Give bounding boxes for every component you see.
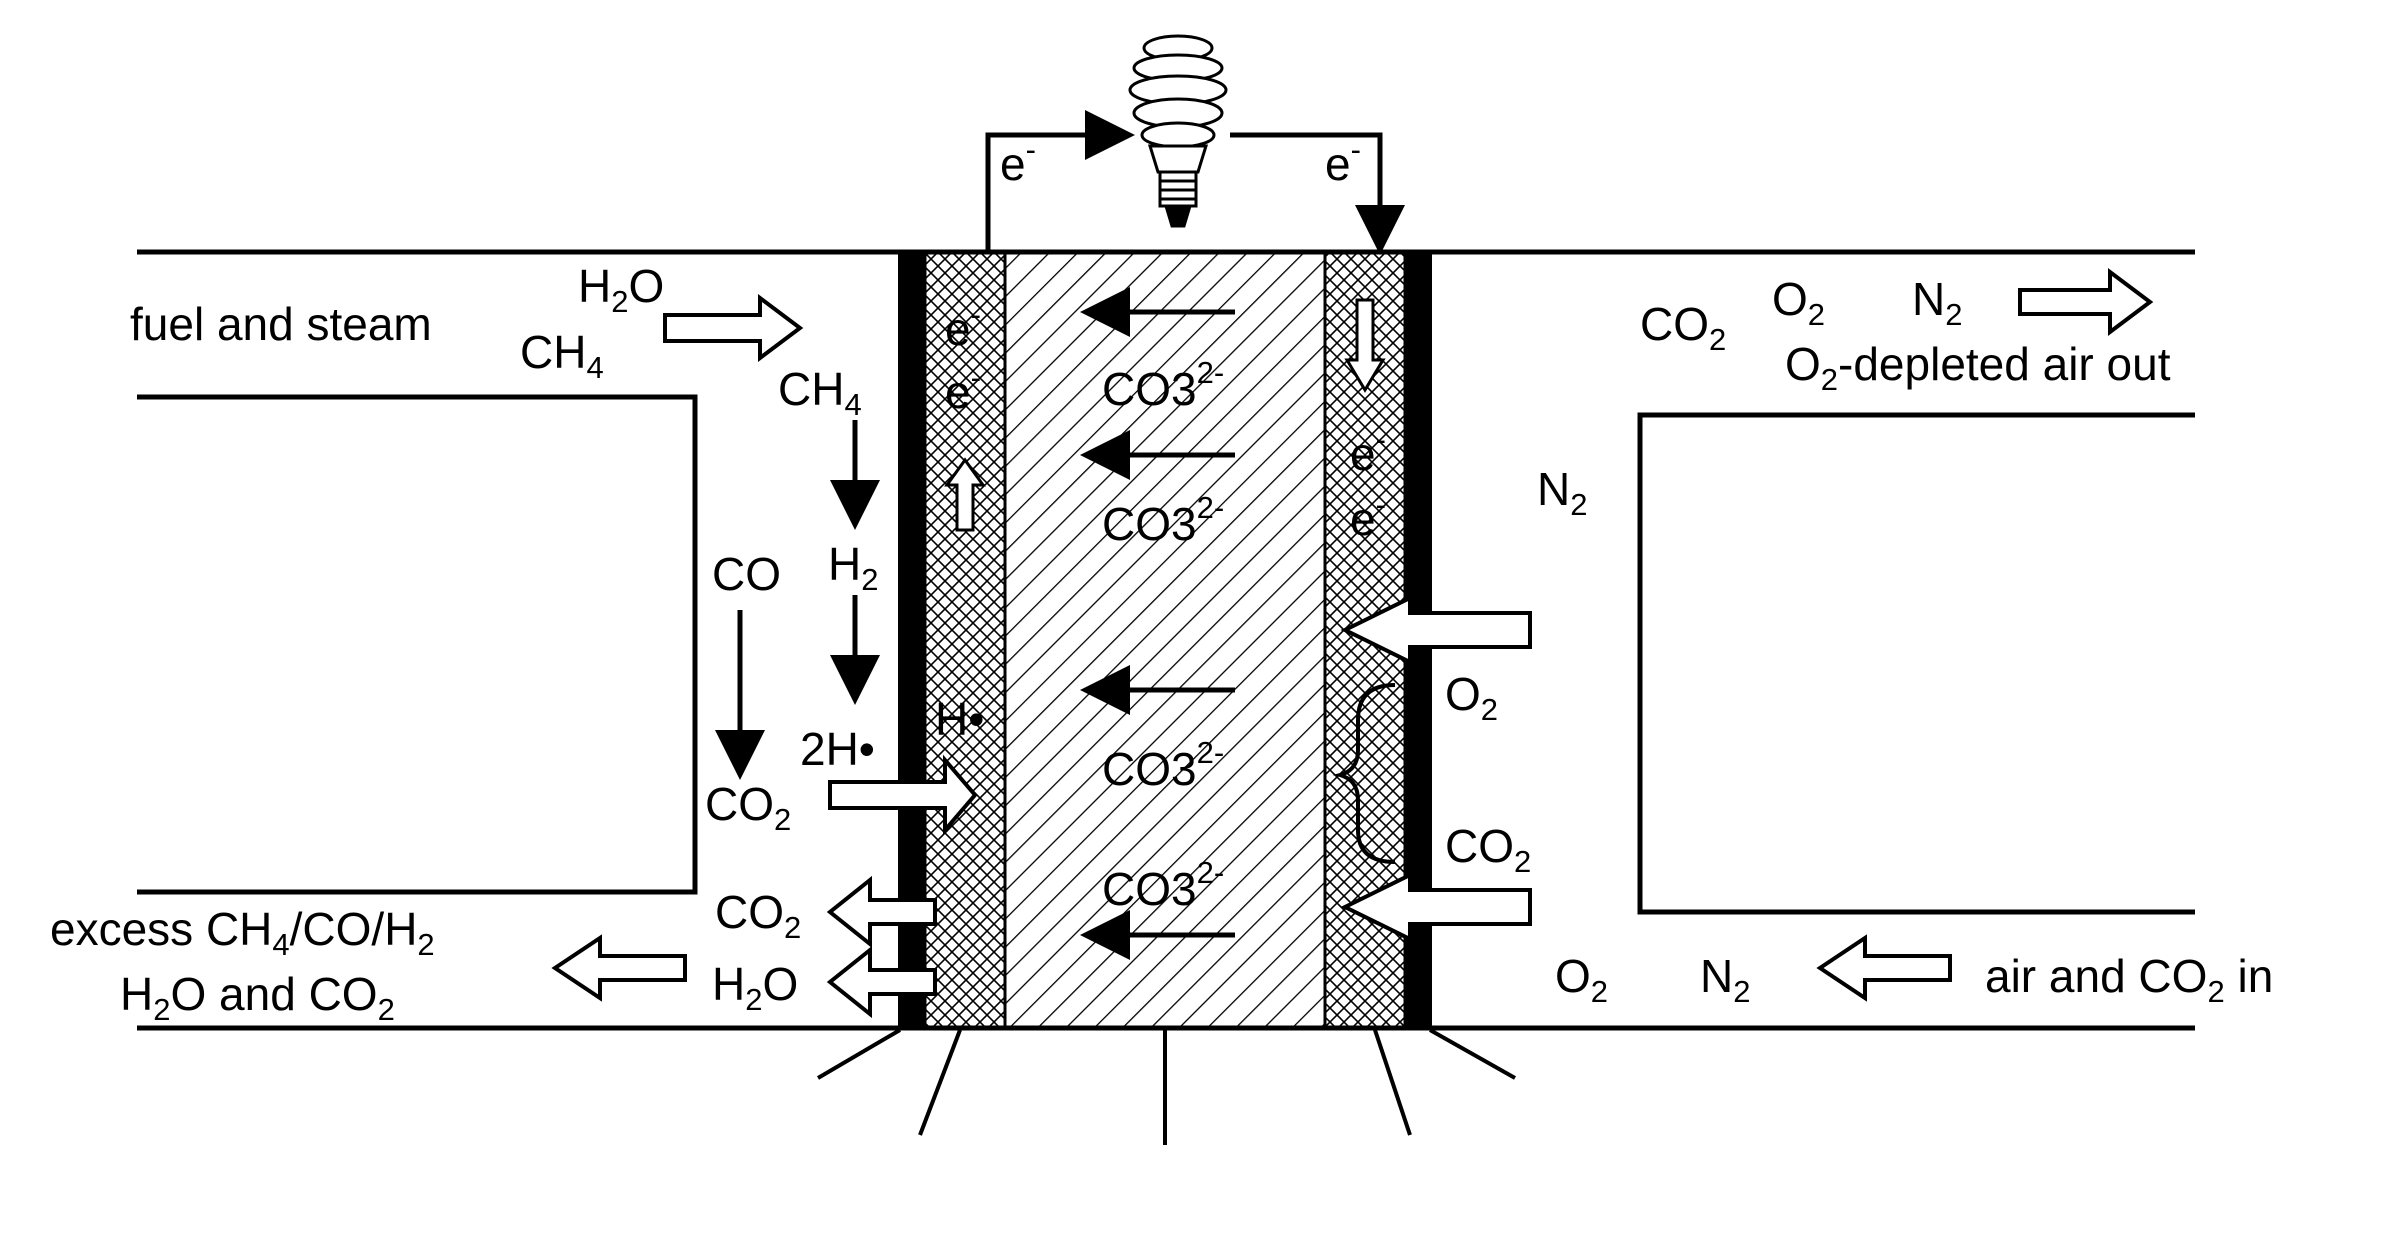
co2-anode-out-label: CO2 [715,886,801,945]
co2-outlet-label: CO2 [1640,298,1726,357]
svg-text:e-: e- [1000,132,1036,190]
leader-lines [818,1030,1515,1145]
circuit-electron-left: e- [1000,132,1036,190]
exhaust-arrow [555,938,685,998]
o2-depleted-air-label: O2-depleted air out [1785,338,2171,397]
o2-outlet-label: O2 [1772,273,1825,332]
air-outlet-arrow [2020,272,2150,332]
h2o-anode-out-label: H2O [712,958,798,1017]
o2-inlet-label: O2 [1555,950,1608,1009]
exhaust-label-line1: excess CH4/CO/H2 [50,903,435,962]
co2-anode-label: CO2 [705,778,791,837]
fuel-inlet-arrow [665,298,800,358]
o2-cathode-label: O2 [1445,668,1498,727]
exhaust-label-line2: H2O and CO2 [120,968,395,1027]
light-bulb-icon [1130,36,1226,226]
fuel-and-steam-label: fuel and steam [130,298,432,350]
h-radical-label: H• [935,693,984,745]
co2-cathode-label: CO2 [1445,820,1531,879]
n2-inlet-label: N2 [1700,950,1750,1009]
air-and-co2-in-label: air and CO2 in [1985,950,2273,1009]
n2-cathode-label: N2 [1537,463,1587,522]
air-inlet-arrow [1820,938,1950,998]
circuit-electron-right: e- [1325,132,1361,190]
two-h-radical-label: 2H• [800,723,875,775]
co-label: CO [712,548,781,600]
h2o-inlet-label: H2O [578,260,664,319]
h2-label: H2 [828,538,878,597]
n2-outlet-label: N2 [1912,273,1962,332]
svg-text:e-: e- [1325,132,1361,190]
ch4-inlet-label: CH4 [520,326,604,385]
ch4-anode-label: CH4 [778,363,862,422]
